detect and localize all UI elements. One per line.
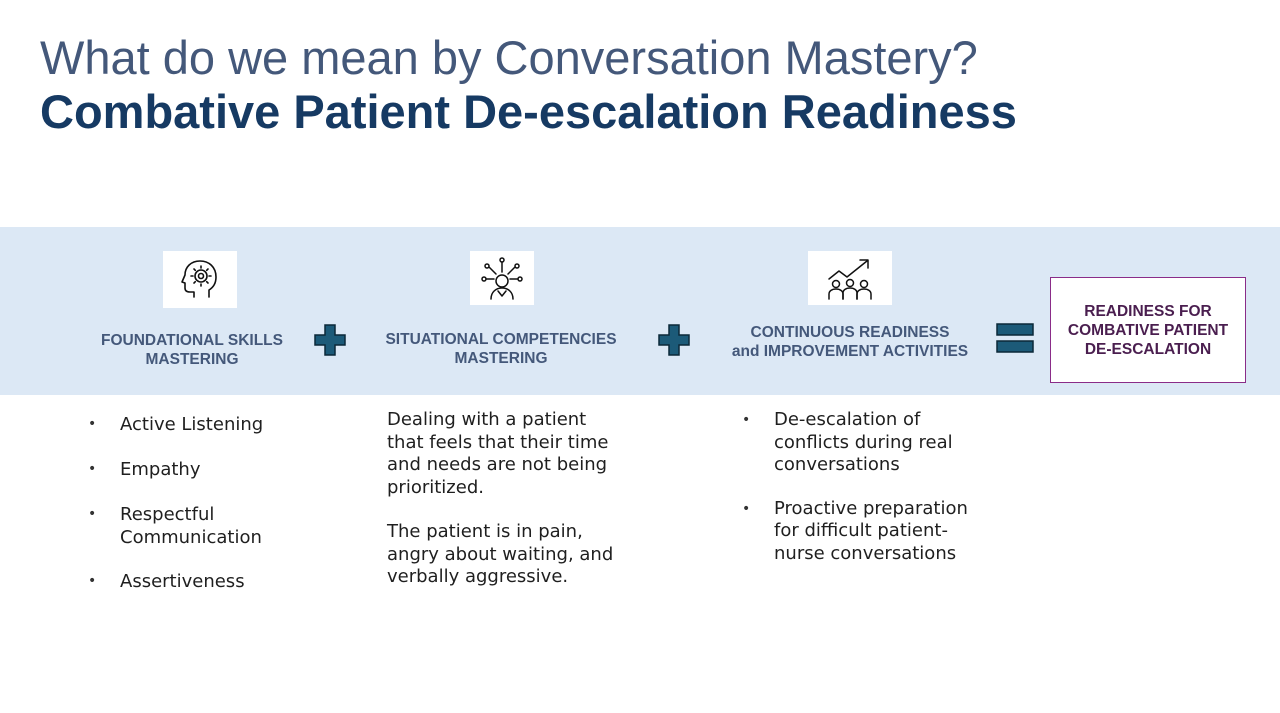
list-item: Empathy — [88, 458, 328, 481]
continuous-readiness-label: CONTINUOUS READINESS and IMPROVEMENT ACT… — [731, 324, 969, 360]
result-label: READINESS FOR COMBATIVE PATIENT DE-ESCAL… — [1067, 302, 1229, 358]
plus-icon — [314, 324, 346, 356]
team-growth-chart-icon — [808, 251, 892, 305]
list-item: Active Listening — [88, 413, 328, 436]
list-item: De-escalation of conflicts during real c… — [742, 409, 1022, 477]
head-gears-icon — [163, 251, 237, 308]
equals-icon — [996, 323, 1034, 353]
continuous-readiness-list: De-escalation of conflicts during real c… — [742, 409, 1022, 565]
list-item: Assertiveness — [88, 570, 328, 593]
title-line-2: Combative Patient De-escalation Readines… — [40, 85, 1017, 138]
plus-icon — [658, 324, 690, 356]
foundational-skills-label: FOUNDATIONAL SKILLS MASTERING — [101, 332, 283, 368]
person-network-icon — [470, 251, 534, 305]
result-box: READINESS FOR COMBATIVE PATIENT DE-ESCAL… — [1050, 277, 1246, 383]
situational-competencies-label: SITUATIONAL COMPETENCIES MASTERING — [385, 331, 617, 367]
title-line-1: What do we mean by Conversation Mastery? — [40, 31, 978, 84]
scenario-paragraph-2: The patient is in pain, angry about wait… — [387, 521, 614, 587]
foundational-skills-list: Active Listening Empathy Respectful Comm… — [88, 413, 328, 593]
list-item: Proactive preparation for difficult pati… — [742, 498, 1022, 566]
scenario-paragraph-1: Dealing with a patient that feels that t… — [387, 409, 609, 498]
list-item: Respectful Communication — [88, 503, 328, 549]
